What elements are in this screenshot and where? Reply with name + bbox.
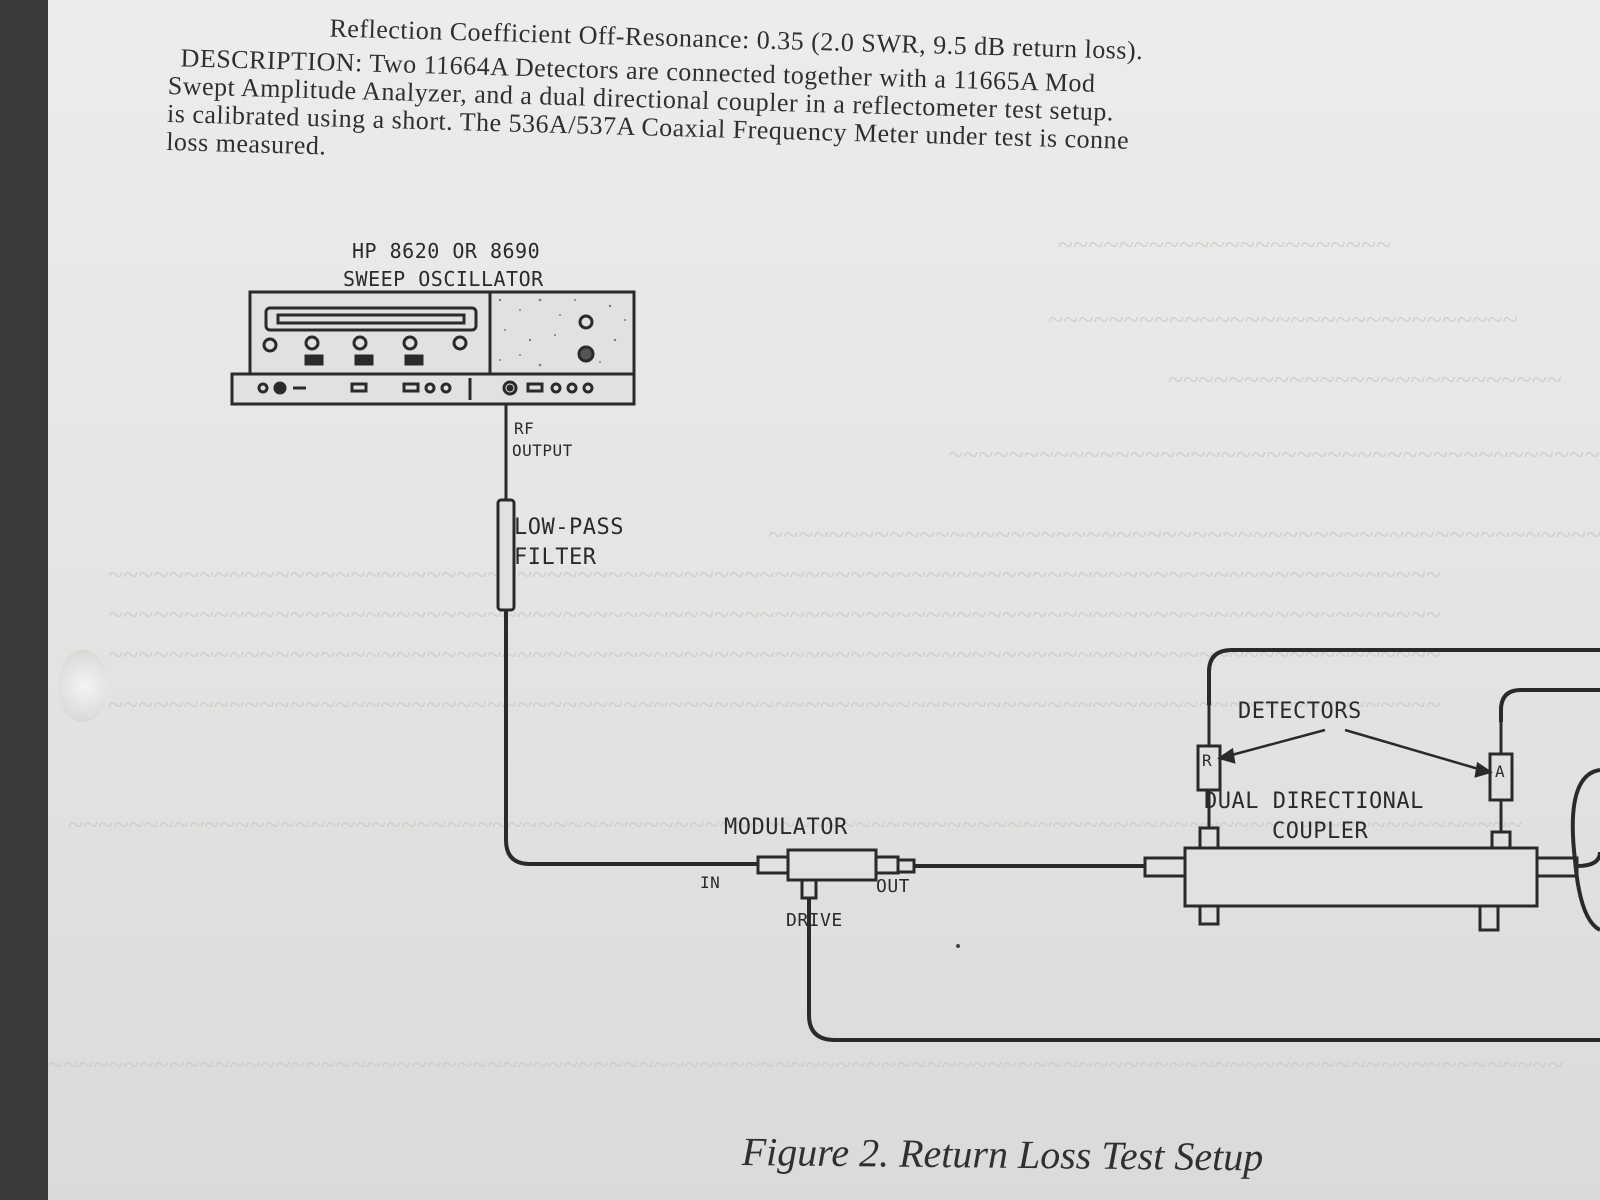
bleed-through-text: ~~~~~~~~~~~~~~~~~~~~~~~~~~~~~~~~~~~~~~~~…: [68, 810, 1523, 841]
low-pass-filter-label-line-1: LOW-PASS: [514, 515, 624, 540]
rf-output-label-line-2: OUTPUT: [512, 441, 573, 460]
bleed-through-text: ~~~~~~~~~~~~~~~~~~~~~~~~~~~~~~~~~~~~~~~~…: [108, 600, 1442, 631]
binder-hole: [58, 650, 108, 722]
coupler-output-cable: [1576, 851, 1600, 868]
detectors: [1196, 705, 1514, 832]
rf-output-label-line-1: RF: [514, 419, 534, 438]
bleed-through-text: ~~~~~~~~~~~~~~~~~~~~~~~~~~~~~~~~~~~~~~~~…: [108, 560, 1442, 591]
coupler-label-line-2: COUPLER: [1272, 819, 1368, 844]
drive-cable: [807, 898, 1600, 1042]
bleed-through-text: ~~~~~~~~~~~~~~~~~~~~~~~~~~~~~~~: [1048, 305, 1518, 336]
modulator-label: MODULATOR: [724, 815, 848, 840]
low-pass-filter-label-line-2: FILTER: [514, 545, 597, 570]
bleed-through-text: ~~~~~~~~~~~~~~~~~~~~~~: [1058, 230, 1392, 261]
detector-a-label: A: [1495, 762, 1505, 781]
dual-directional-coupler-device: [1143, 826, 1579, 932]
modulator-out-label: OUT: [876, 876, 910, 897]
modulator-in-label: IN: [700, 873, 720, 892]
filter-to-modulator-cable: [504, 610, 758, 866]
modulator-drive-label: DRIVE: [786, 910, 843, 931]
bleed-through-text: ~~~~~~~~~~~~~~~~~~~~~~~~~~~~~~~~~~~~~~~~…: [108, 640, 1442, 671]
bleed-through-text: ~~~~~~~~~~~~~~~~~~~~~~~~~~~~~~~~~~~~~~~~…: [108, 690, 1442, 721]
bleed-through-text: ~~~~~~~~~~~~~~~~~~~~~~~~~~: [1168, 365, 1562, 396]
device-under-test-cable: [1570, 768, 1600, 932]
figure-caption: Figure 2. Return Loss Test Setup: [741, 1129, 1264, 1180]
bleed-through-text: ~~~~~~~~~~~~~~~~~~~~~~~~~~~~~~~~~~~~~~~~…: [948, 440, 1600, 471]
oscillator-speckle-texture: [498, 298, 626, 367]
detector-pointer-arrows: [1217, 728, 1493, 778]
bleed-through-text: ~~~~~~~~~~~~~~~~~~~~~~~~~~~~~~~~~~~~~~~~…: [48, 1050, 1563, 1081]
coupler-label-line-1: DUAL DIRECTIONAL: [1204, 789, 1424, 814]
detector-r-label: R: [1202, 751, 1212, 770]
detector-a-cable: [1499, 688, 1600, 722]
detectors-label: DETECTORS: [1238, 699, 1362, 724]
bleed-through-text: ~~~~~~~~~~~~~~~~~~~~~~~~~~~~~~~~~~~~~~~~…: [768, 520, 1600, 551]
oscillator-type-label: SWEEP OSCILLATOR: [343, 267, 544, 291]
low-pass-filter-body: [496, 498, 516, 612]
modulator-device: [756, 848, 916, 900]
ink-dot: [956, 944, 960, 948]
sweep-oscillator-instrument: [230, 290, 636, 406]
detector-r-cable: [1207, 648, 1600, 705]
oscillator-model-label: HP 8620 OR 8690: [352, 239, 540, 263]
